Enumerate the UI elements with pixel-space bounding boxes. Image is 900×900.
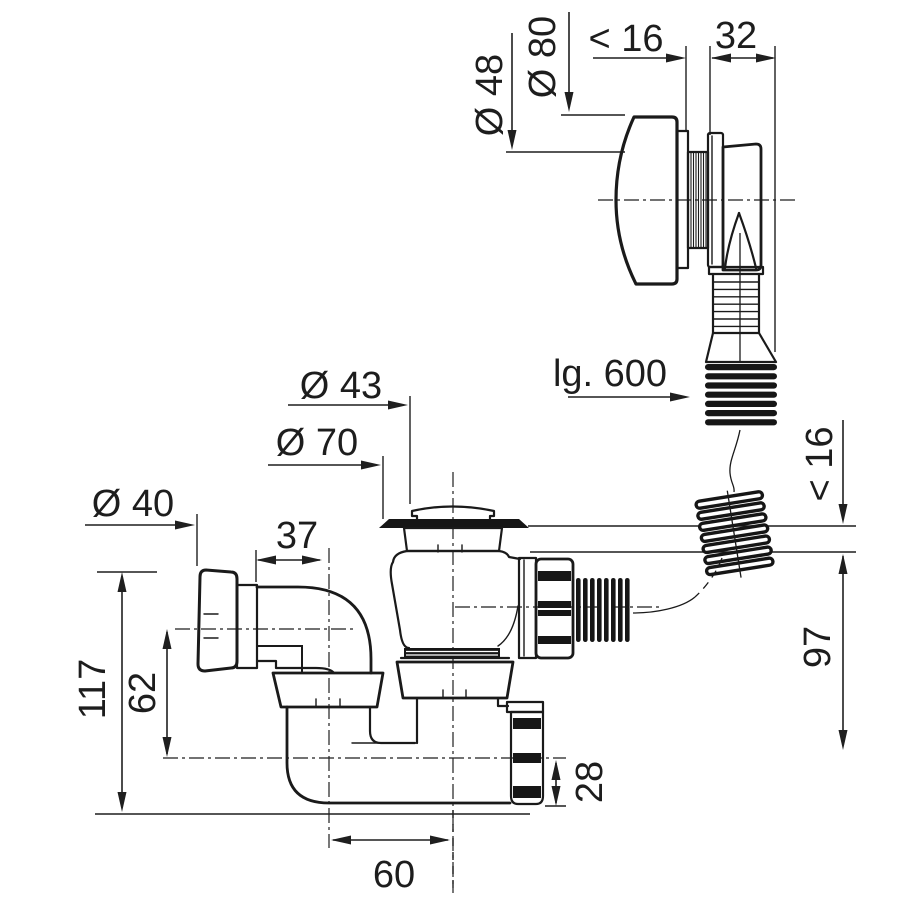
corrugated-hose-cuff [705, 364, 777, 426]
inlet-elbow [196, 568, 512, 805]
dimension-annotations [85, 12, 848, 845]
dim-diameter-48: Ø 48 [469, 54, 511, 136]
dim-32: 32 [715, 15, 757, 57]
extension-lines [95, 46, 856, 893]
dim-62: 62 [122, 672, 164, 714]
dim-diameter-80: Ø 80 [522, 16, 564, 98]
dim-diameter-43: Ø 43 [300, 365, 382, 407]
side-outlet-corrugation [576, 578, 630, 642]
centerlines [163, 199, 795, 893]
dim-diameter-40: Ø 40 [92, 483, 174, 525]
dim-max-16-top: < 16 [588, 18, 663, 60]
side-outlet-nut [534, 557, 575, 660]
dim-hose-length-600: lg. 600 [553, 353, 667, 395]
waste-drain-body [351, 505, 630, 745]
dim-97: 97 [797, 626, 839, 668]
bottom-outlet [505, 700, 545, 806]
dimension-labels: Ø 48 Ø 80 < 16 32 lg. 600 Ø 43 Ø 70 Ø 40… [72, 15, 841, 896]
dim-diameter-70: Ø 70 [276, 422, 358, 464]
overflow-assembly [614, 115, 778, 426]
dim-117: 117 [72, 659, 114, 720]
dim-28: 28 [569, 761, 611, 803]
dim-37: 37 [276, 515, 318, 557]
dim-60: 60 [373, 854, 415, 896]
flexible-hose [632, 429, 775, 614]
dim-max-16-right: < 16 [799, 426, 841, 501]
